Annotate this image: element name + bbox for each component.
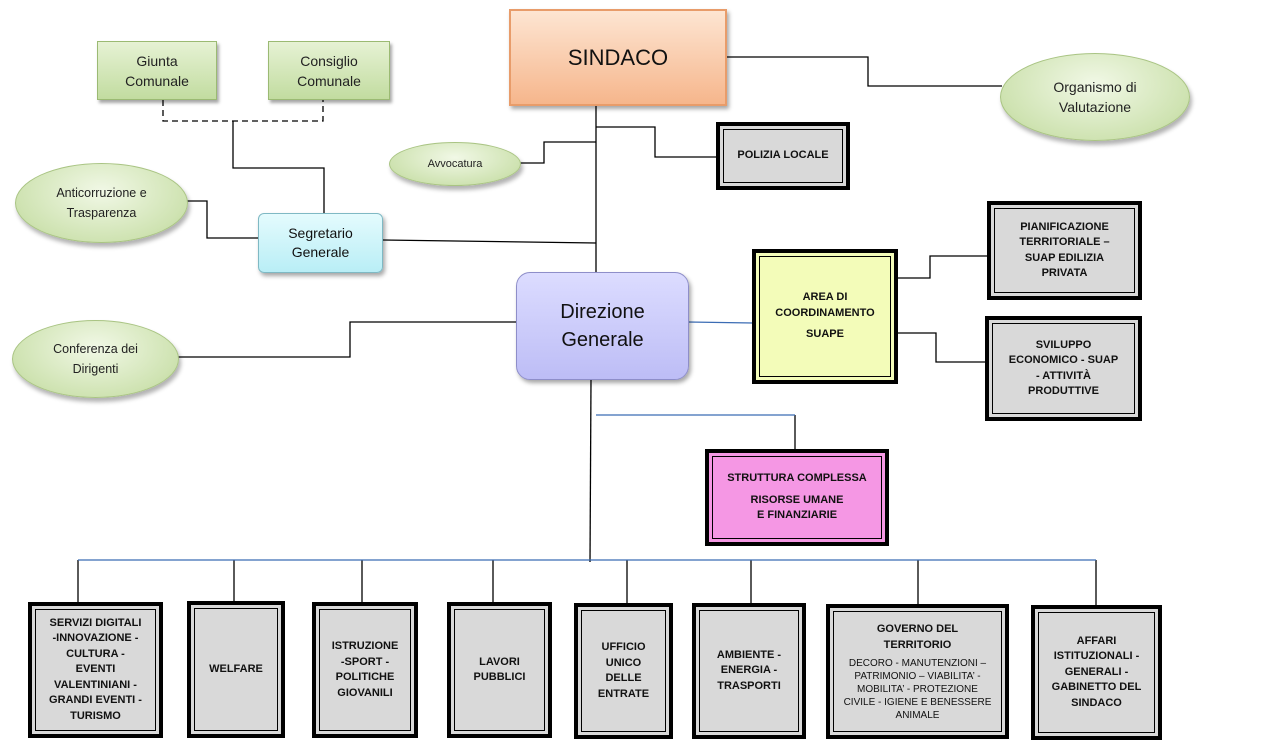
dept-label-line: GOVERNO DEL [876,623,959,635]
direzione-label-line: Generale [561,329,644,351]
dept-servizi-digitali-box: SERVIZI DIGITALI -INNOVAZIONE - CULTURA … [28,602,163,738]
anticorruzione-label-line: Trasparenza [66,206,137,220]
dept-label-line: DELLE [605,672,642,684]
dept-ambiente-box: AMBIENTE - ENERGIA - TRASPORTI [692,603,806,739]
dept-label-line: -INNOVAZIONE - [52,632,139,645]
direzione-label-line: Direzione [560,301,645,323]
suape-label-line: AREA DI [802,291,848,304]
giunta-label-line: Comunale [125,72,189,89]
conferenza-label-line: Dirigenti [72,362,119,376]
dept-label-line: EVENTI [75,663,116,676]
suape-label-line: COORDINAMENTO [775,306,875,319]
avvocatura-ellipse: Avvocatura [389,142,521,186]
dept-label-line: CULTURA - [66,647,125,660]
organismo-valutazione-ellipse: Organismo di Valutazione [1000,53,1190,141]
dept-sub-line: PATRIMONIO – VIABILITA’ - [854,671,981,682]
sviluppo-economico-box: SVILUPPO ECONOMICO - SUAP - ATTIVITÀ PRO… [985,316,1142,421]
struttura-label-line: STRUTTURA COMPLESSA [727,472,867,485]
segretario-label-line: Segretario [288,225,353,241]
sviluppo-label-line: PRODUTTIVE [1028,385,1099,397]
anticorruzione-ellipse: Anticorruzione e Trasparenza [15,163,188,243]
dept-sub-line: MOBILITA’ - PROTEZIONE [857,684,978,695]
dept-label-line: TURISMO [70,709,121,722]
avvocatura-label: Avvocatura [427,158,483,170]
dept-label-line: -SPORT - [340,655,390,668]
consiglio-label-line: Comunale [297,72,361,89]
giunta-label-line: Giunta [136,52,178,69]
organismo-label-line: Organismo di [1053,79,1137,95]
dept-label-line: SINDACO [1071,696,1122,709]
polizia-locale-box: POLIZIA LOCALE [716,122,850,190]
pianificazione-label-line: SUAP EDILIZIA [1024,251,1105,264]
dept-label-line: GRANDI EVENTI - [49,694,142,707]
area-coordinamento-suape-box: AREA DI COORDINAMENTO SUAPE [752,249,898,384]
sviluppo-label-line: ECONOMICO - SUAP [1008,354,1119,366]
sviluppo-label-line: - ATTIVITÀ [1036,369,1091,382]
suape-label-line: SUAPE [806,328,844,341]
struttura-label-line: RISORSE UMANE [750,493,844,506]
dept-ufficio-entrate-box: UFFICIO UNICO DELLE ENTRATE [574,603,673,739]
dept-label-line: GABINETTO DEL [1051,681,1142,694]
dept-welfare-box: WELFARE [187,601,285,738]
struttura-label-line: E FINANZIARIE [756,509,838,522]
dept-affari-istituzionali-box: AFFARI ISTITUZIONALI - GENERALI - GABINE… [1031,605,1162,740]
dept-label-line: AFFARI [1076,634,1117,647]
giunta-comunale-box: Giunta Comunale [97,41,217,100]
conferenza-dirigenti-ellipse: Conferenza dei Dirigenti [12,320,179,398]
sindaco-label: SINDACO [567,44,669,70]
dept-label-line: ENTRATE [597,687,650,700]
dept-label-line: POLITICHE [335,671,395,683]
dept-sub-line: ANIMALE [895,710,940,721]
dept-label-line: GIOVANILI [337,686,393,699]
dept-governo-territorio-box: GOVERNO DEL TERRITORIO DECORO - MANUTENZ… [826,604,1009,739]
direzione-generale-box: Direzione Generale [516,272,689,380]
dept-label-line: GENERALI - [1064,665,1129,678]
dept-label-line: WELFARE [209,662,263,675]
dept-sub-line: CIVILE - IGIENE E BENESSERE [843,697,992,708]
segretario-label-line: Generale [291,244,350,260]
organismo-label-line: Valutazione [1058,99,1132,115]
dept-label-line: SERVIZI DIGITALI [49,616,142,629]
dept-label-line: LAVORI [479,655,520,668]
pianificazione-label-line: PIANIFICAZIONE [1020,220,1109,233]
dept-label-line: TRASPORTI [717,679,781,692]
pianificazione-label-line: PRIVATA [1041,267,1088,279]
segretario-generale-box: Segretario Generale [258,213,383,273]
dept-istruzione-box: ISTRUZIONE -SPORT - POLITICHE GIOVANILI [312,602,418,738]
pianificazione-label-line: TERRITORIALE – [1019,236,1110,248]
dept-label-line: ENERGIA - [720,664,778,677]
dept-label-line: ISTITUZIONALI - [1053,650,1140,663]
dept-governo-subtext: DECORO - MANUTENZIONI – PATRIMONIO – VIA… [844,657,992,722]
dept-label-line: UNICO [605,656,642,669]
polizia-label: POLIZIA LOCALE [737,149,829,162]
dept-label-line: PUBBLICI [473,671,526,683]
dept-lavori-pubblici-box: LAVORI PUBBLICI [447,602,552,738]
struttura-complessa-box: STRUTTURA COMPLESSA RISORSE UMANE E FINA… [705,449,889,546]
dept-label-line: TERRITORIO [883,638,952,651]
dept-label-line: VALENTINIANI - [54,678,137,691]
dept-label-line: ISTRUZIONE [331,640,399,652]
consiglio-label-line: Consiglio [300,52,358,69]
sindaco-box: SINDACO [509,9,727,106]
dept-sub-line: DECORO - MANUTENZIONI – [848,658,987,669]
pianificazione-territoriale-box: PIANIFICAZIONE TERRITORIALE – SUAP EDILI… [987,201,1142,300]
anticorruzione-label-line: Anticorruzione e [56,186,147,200]
consiglio-comunale-box: Consiglio Comunale [268,41,390,100]
dept-label-line: UFFICIO [601,641,646,653]
conferenza-label-line: Conferenza dei [53,342,138,356]
dept-label-line: AMBIENTE - [716,648,782,661]
sviluppo-label-line: SVILUPPO [1035,338,1092,351]
